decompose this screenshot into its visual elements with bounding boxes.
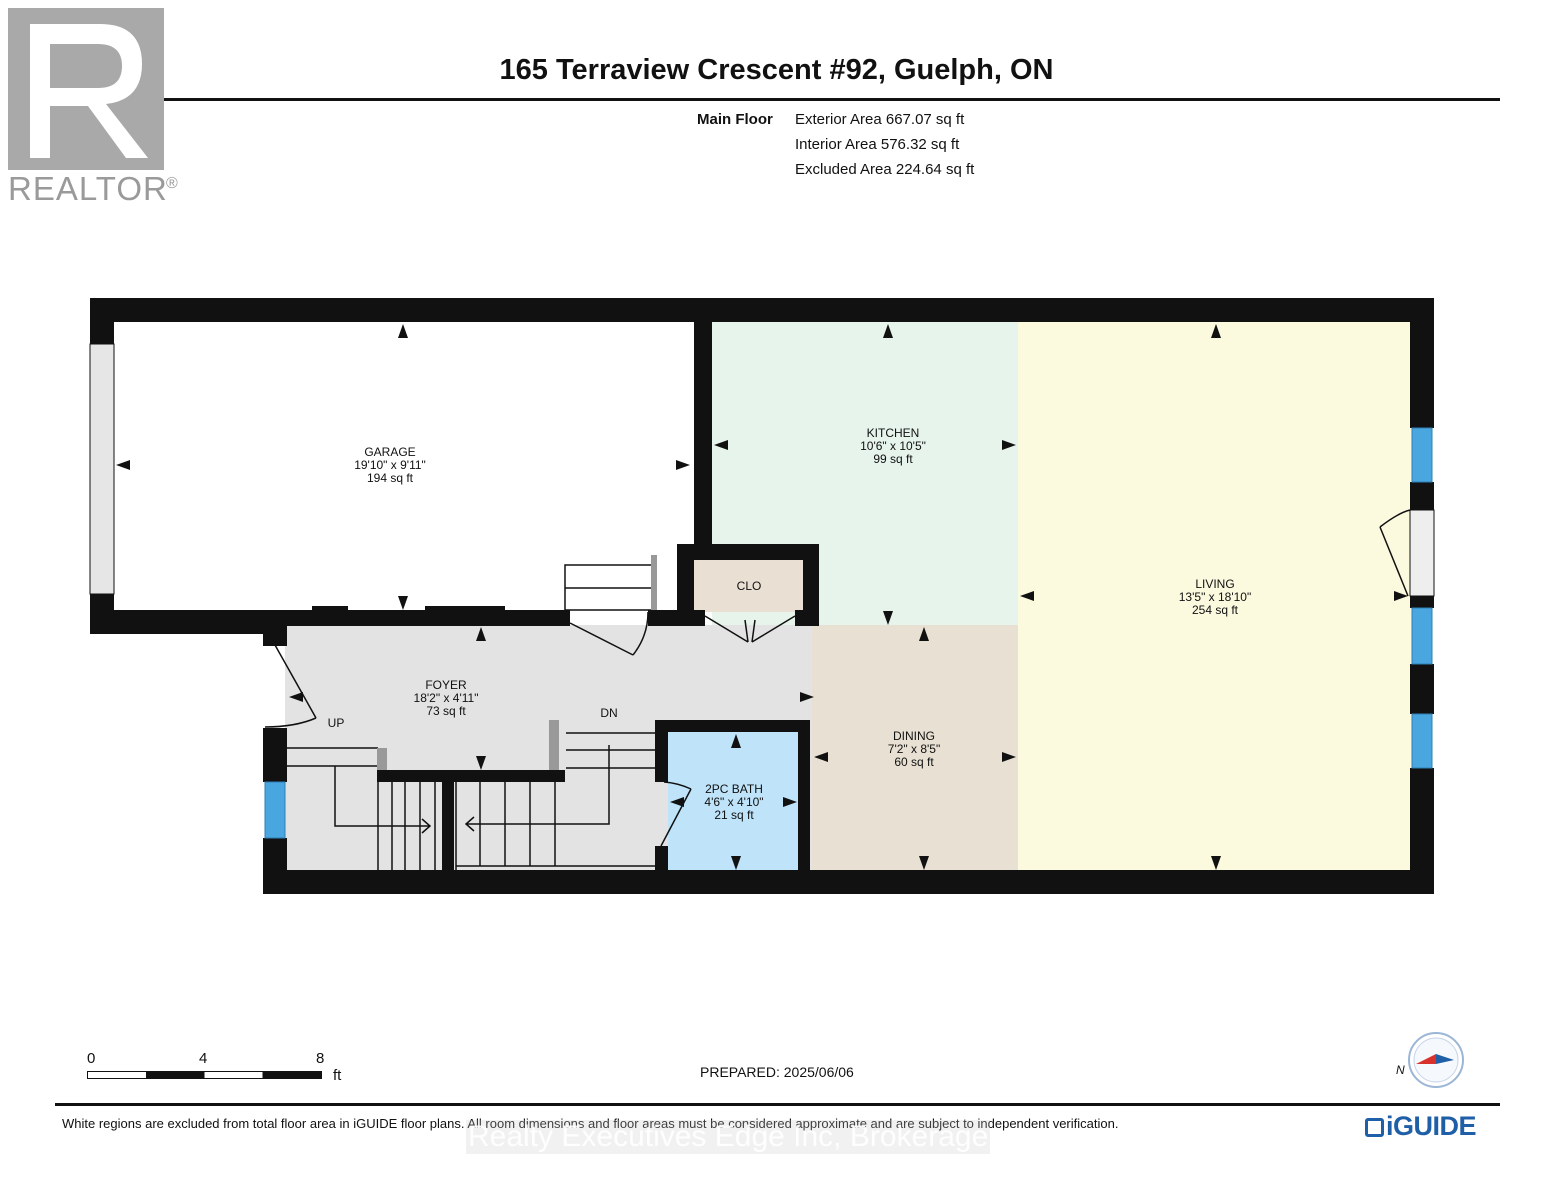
realtor-logo: REALTOR ® [8,8,178,207]
dining-area: 60 sq ft [894,755,934,769]
garage-door-opening [89,343,115,595]
living-name: LIVING [1195,577,1234,591]
exterior-area: Exterior Area 667.07 sq ft [795,111,965,128]
registered-mark: ® [166,175,178,192]
foyer-name: FOYER [425,678,467,692]
windows [264,427,1433,839]
prepared-date: PREPARED: 2025/06/06 [700,1064,854,1080]
scale-unit: ft [333,1067,342,1084]
stairs-right [455,732,655,870]
door-swings [264,509,1411,847]
page-title: 165 Terraview Crescent #92, Guelph, ON [499,54,1054,86]
footer-divider [55,1103,1500,1106]
compass-icon: N [1396,1032,1464,1088]
closet-name: CLO [737,579,762,593]
scale-label-eight: 8 [316,1050,325,1067]
kitchen-dims: 10'6" x 10'5" [860,439,926,453]
walls [90,298,1434,894]
excluded-area: Excluded Area 224.64 sq ft [795,161,975,178]
scale-bar [87,1071,322,1079]
bath-name: 2PC BATH [705,782,763,796]
brokerage-watermark: Realty Executives Edge Inc, Brokerage [466,1120,991,1154]
foyer-dims: 18'2" x 4'11" [414,691,479,705]
kitchen-name: KITCHEN [867,426,920,440]
bath-dims: 4'6" x 4'10" [704,795,763,809]
living-area: 254 sq ft [1192,603,1239,617]
title-divider [55,98,1500,101]
bath-floor [668,732,800,872]
dining-floor [812,625,1018,872]
kitchen-area: 99 sq ft [873,452,913,466]
garage-name: GARAGE [364,445,415,459]
disclaimer-text: White regions are excluded from total fl… [62,1116,1119,1131]
living-exterior-door [1409,509,1435,597]
stairs-left [287,747,436,870]
iguide-box-icon [1365,1118,1384,1137]
stairs-down-label: DN [600,706,617,720]
scale-label-zero: 0 [87,1050,96,1067]
living-dims: 13'5" x 18'10" [1179,590,1252,604]
dining-dims: 7'2" x 8'5" [888,742,940,756]
stairs-up-label: UP [328,716,345,730]
scale-label-four: 4 [199,1050,208,1067]
living-floor [1018,320,1412,872]
floor-label: Main Floor [697,111,773,128]
bath-area: 21 sq ft [714,808,754,822]
iguide-wordmark: iGUIDE [1386,1111,1477,1141]
garage-area: 194 sq ft [367,471,414,485]
interior-area: Interior Area 576.32 sq ft [795,136,960,153]
garage-dims: 19'10" x 9'11" [354,458,426,472]
foyer-area: 73 sq ft [426,704,466,718]
compass-north-label: N [1396,1063,1405,1077]
realtor-wordmark: REALTOR [8,170,168,207]
dimension-arrows [116,324,1408,870]
garage-floor [112,320,697,610]
closet-floor [694,560,804,612]
dining-name: DINING [893,729,935,743]
iguide-logo: iGUIDE [1365,1111,1477,1142]
garage-rail [651,555,657,610]
